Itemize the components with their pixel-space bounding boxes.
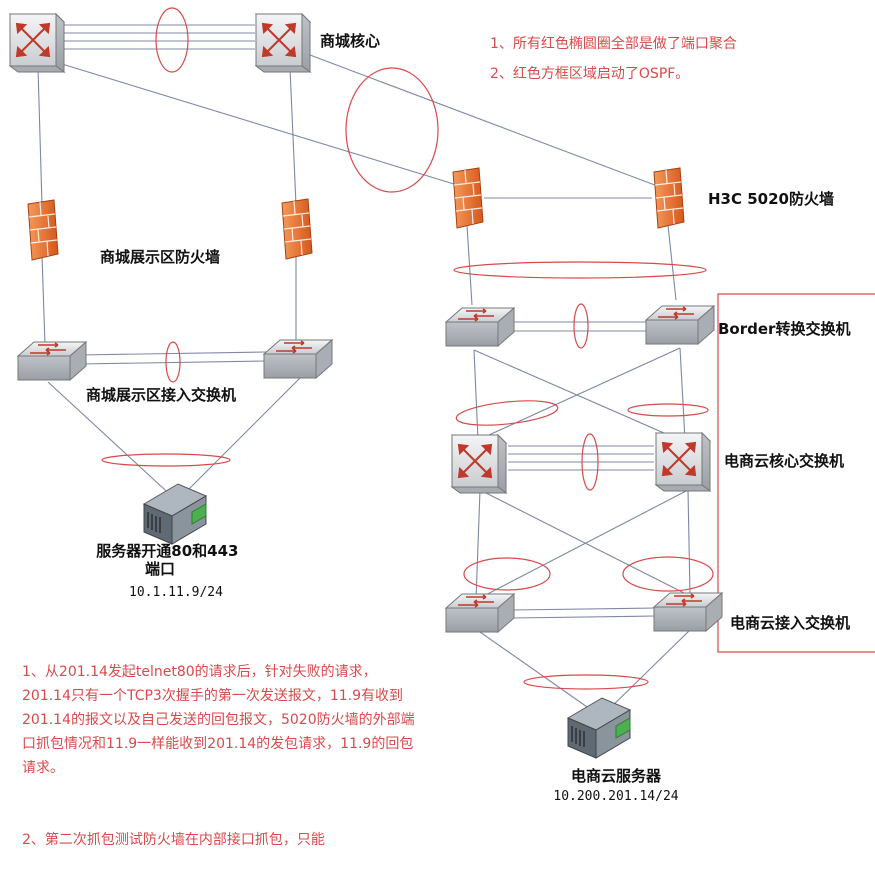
ec-cloud-server[interactable] (567, 697, 631, 759)
mall-server-ip: 10.1.11.9/24 (129, 585, 223, 600)
mall-firewall-right[interactable] (281, 198, 313, 260)
legend-item-aggregation: 1、所有红色椭圆圈全部是做了端口聚合 (490, 35, 737, 52)
server-icon (143, 483, 207, 545)
agg-ellipse (453, 261, 707, 279)
agg-ellipse (463, 557, 551, 591)
aggregation-ellipses (101, 7, 714, 690)
access-switch-icon (17, 341, 87, 381)
mall-server-label: 服务器开通80和443 端口 (96, 542, 243, 578)
access-switch-icon (263, 339, 333, 379)
ec-core-switch-right[interactable] (655, 432, 711, 492)
analysis-notes: 1、从201.14发起telnet80的请求后，针对失败的请求，201.14只有… (22, 612, 422, 876)
agg-ellipse (455, 400, 559, 426)
border-switch-right[interactable] (645, 305, 715, 345)
agg-ellipse (523, 674, 649, 690)
agg-ellipse (345, 67, 439, 193)
access-switch-icon (445, 307, 515, 347)
legend-item-ospf: 2、红色方框区域启动了OSPF。 (490, 65, 689, 82)
ospf-region-box (717, 293, 875, 653)
mall-firewall-label: 商城展示区防火墙 (100, 248, 220, 266)
core-switch-icon (255, 13, 311, 73)
core-switch-icon (451, 434, 507, 494)
mall-server-label-line1: 服务器开通80和443 (96, 542, 238, 560)
mall-core-label: 商城核心 (320, 32, 380, 50)
ec-access-switch-left[interactable] (445, 593, 515, 633)
ec-access-switch-right[interactable] (653, 592, 723, 632)
firewall-icon (27, 199, 59, 261)
border-switch-label: Border转换交换机 (718, 320, 850, 338)
core-switch-icon (9, 13, 65, 73)
ec-core-label: 电商云核心交换机 (724, 452, 844, 470)
firewall-icon (281, 198, 313, 260)
border-switch-left[interactable] (445, 307, 515, 347)
access-switch-icon (445, 593, 515, 633)
agg-ellipse (573, 303, 589, 349)
h3c-firewall-label: H3C 5020防火墙 (708, 190, 834, 208)
mall-firewall-left[interactable] (27, 199, 59, 261)
network-topology-diagram: 商城核心 商城展示区防火墙 商城展示区接入交换机 H3C 5020防火墙 Bor… (9, 7, 875, 804)
agg-ellipse (627, 403, 709, 417)
mall-core-switch-left[interactable] (9, 13, 65, 73)
firewall-icon (452, 167, 484, 229)
h3c-firewall-right[interactable] (653, 167, 685, 229)
h3c-firewall-left[interactable] (452, 167, 484, 229)
mall-core-switch-right[interactable] (255, 13, 311, 73)
agg-ellipse (155, 7, 189, 73)
agg-ellipse (581, 433, 599, 491)
access-switch-icon (653, 592, 723, 632)
mall-access-label: 商城展示区接入交换机 (86, 386, 236, 404)
agg-ellipse (101, 453, 231, 467)
ec-server-label: 电商云服务器 (571, 767, 662, 785)
mall-access-switch-left[interactable] (17, 341, 87, 381)
ec-access-label: 电商云接入交换机 (730, 614, 850, 632)
agg-ellipse (622, 556, 714, 592)
core-switch-icon (655, 432, 711, 492)
server-icon (567, 697, 631, 759)
access-switch-icon (645, 305, 715, 345)
mall-server[interactable] (143, 483, 207, 545)
note-paragraph-1: 1、从201.14发起telnet80的请求后，针对失败的请求，201.14只有… (22, 664, 415, 776)
note-paragraph-2: 2、第二次抓包测试防火墙在内部接口抓包，只能 (22, 832, 325, 848)
agg-ellipse (165, 341, 181, 383)
mall-server-label-line2: 端口 (145, 560, 175, 578)
mall-access-switch-right[interactable] (263, 339, 333, 379)
ec-server-ip: 10.200.201.14/24 (553, 789, 678, 804)
firewall-icon (653, 167, 685, 229)
ec-core-switch-left[interactable] (451, 434, 507, 494)
network-links (37, 24, 691, 717)
